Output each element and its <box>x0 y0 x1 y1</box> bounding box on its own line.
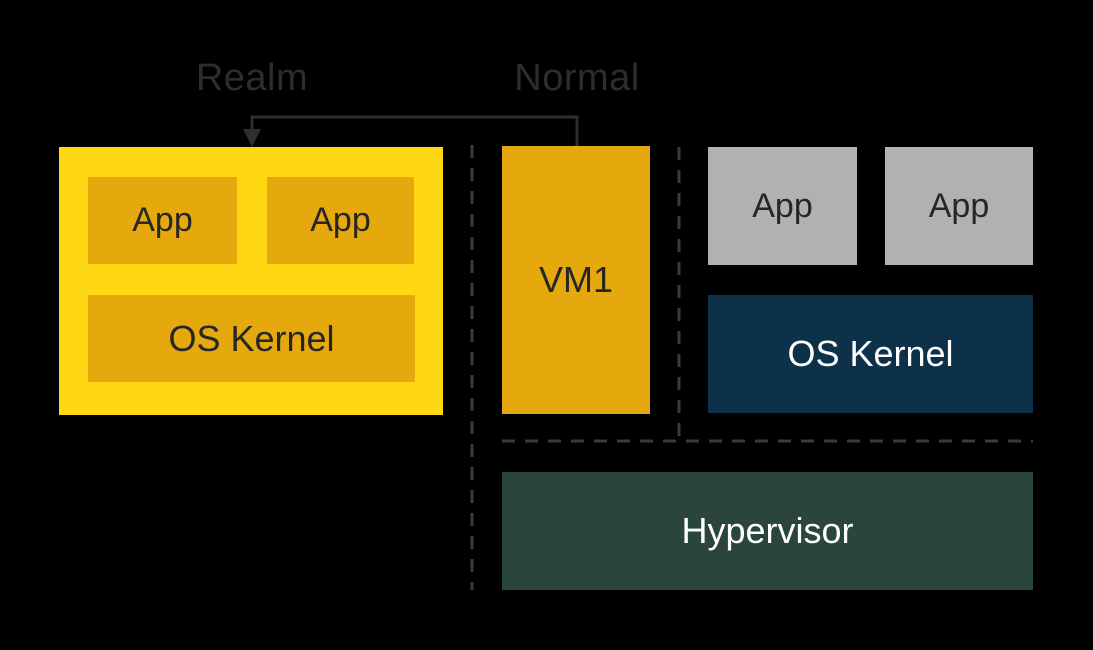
hypervisor-box: Hypervisor <box>502 472 1033 590</box>
normal-os-kernel-box: OS Kernel <box>708 295 1033 413</box>
realm-world-label: Realm <box>195 57 309 99</box>
connector-arrowhead-icon <box>243 129 261 147</box>
vm-to-realm-connector-line <box>250 115 579 146</box>
realm-vm-box: App App OS Kernel <box>59 147 443 415</box>
normal-world-label: Normal <box>514 57 640 99</box>
realm-app-box: App <box>267 177 414 264</box>
normal-app-box: App <box>708 147 857 265</box>
vm1-box: VM1 <box>502 146 650 414</box>
realm-app-box: App <box>88 177 237 264</box>
realm-os-kernel-box: OS Kernel <box>88 295 415 382</box>
normal-app-box: App <box>885 147 1033 265</box>
